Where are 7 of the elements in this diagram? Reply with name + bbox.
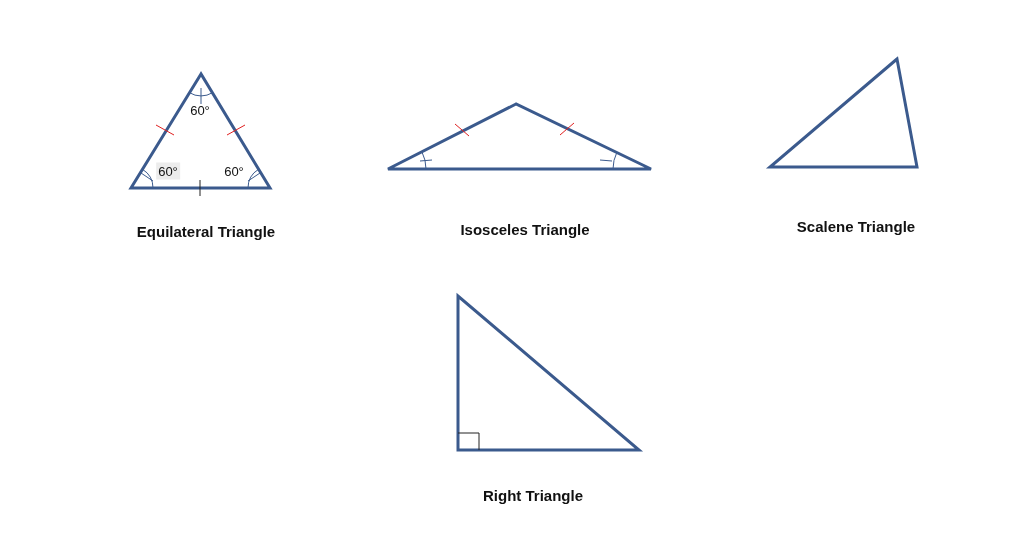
triangle-caption: Isosceles Triangle: [460, 219, 590, 240]
angle-label: 60°: [156, 162, 180, 180]
triangle-caption: Right Triangle: [483, 485, 583, 506]
angle-label: 60°: [190, 103, 210, 117]
angle-label: 60°: [224, 164, 244, 178]
triangle-caption: Scalene Triangle: [796, 216, 916, 237]
triangle-caption: Equilateral Triangle: [136, 221, 276, 242]
